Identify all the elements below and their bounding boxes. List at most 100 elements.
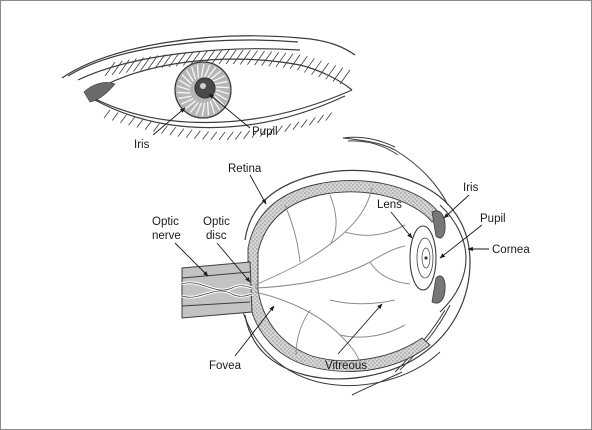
eyelash <box>339 69 351 85</box>
eyelash <box>133 57 144 72</box>
iris-fiber <box>212 98 221 111</box>
lower-eyelash <box>111 112 119 121</box>
lens-leader <box>390 211 413 239</box>
eyelash <box>140 56 151 71</box>
retina-leader <box>249 174 267 205</box>
lower-eyelash <box>210 131 218 141</box>
lower-eyelash <box>202 131 209 140</box>
eyelash <box>225 49 237 65</box>
iris-fiber <box>178 79 191 88</box>
eyelash <box>282 53 294 68</box>
iris-fiber <box>178 95 192 100</box>
eyelash <box>175 51 187 67</box>
iris-fiber <box>185 69 194 82</box>
eyelash <box>218 49 230 65</box>
iris-fiber <box>201 102 206 117</box>
eyelash <box>254 50 265 66</box>
iris-fiber <box>214 95 225 106</box>
optic-disc-leader <box>216 242 251 283</box>
lower-eyelash <box>218 131 226 141</box>
eye-cross-section: Retina Optic nerve Optic disc Lens Iris … <box>152 136 530 396</box>
lower-eyelash <box>177 128 185 137</box>
eyelash <box>275 52 287 68</box>
front-eye-view: Iris Pupil <box>61 35 356 151</box>
lower-eyelash <box>128 117 135 126</box>
side-pupil-label: Pupil <box>480 213 506 225</box>
retina-label: Retina <box>228 163 262 175</box>
lower-eyelash <box>292 121 300 130</box>
iris-fiber <box>200 63 205 78</box>
lower-eyelash <box>267 126 275 136</box>
inner-canthus <box>83 82 116 103</box>
fovea-label: Fovea <box>209 360 242 372</box>
eyelash <box>239 50 251 65</box>
cornea <box>439 204 467 313</box>
front-iris-leader <box>152 107 186 136</box>
eyelash <box>118 59 130 74</box>
optic-nerve-leader <box>174 242 209 277</box>
iris-fiber <box>207 66 217 79</box>
sclera-outer <box>244 169 471 380</box>
eyelash <box>268 51 280 67</box>
iris-fiber <box>203 64 211 78</box>
eyelash <box>161 53 173 68</box>
iris-fiber <box>189 101 199 114</box>
lower-eyelash <box>120 114 127 124</box>
eyelash <box>304 58 315 73</box>
iris-fiber <box>206 102 210 116</box>
eyelash <box>318 62 329 78</box>
optic-nerve <box>181 261 253 319</box>
eyelash <box>332 67 344 82</box>
lower-eyelash <box>317 114 324 124</box>
iris-fiber <box>215 89 229 95</box>
lower-eyelash <box>136 119 144 128</box>
lens <box>409 225 437 291</box>
iris-fiber <box>180 97 194 105</box>
eyelash <box>104 61 116 77</box>
sclera-lower <box>239 299 441 386</box>
eyelashes <box>103 49 351 141</box>
fovea-leader <box>234 305 275 357</box>
front-pupil-label: Pupil <box>252 126 278 138</box>
iris-fiber <box>181 74 192 85</box>
vitreous-leader <box>337 303 383 355</box>
eyelash <box>183 51 194 66</box>
front-pupil-leader <box>208 93 251 129</box>
lower-eyelash <box>243 130 250 140</box>
lower-eyelash <box>325 112 333 121</box>
lower-eyelash <box>235 131 242 140</box>
side-iris-label: Iris <box>463 182 479 194</box>
iris-fiber <box>196 64 200 78</box>
iris-fiber <box>184 100 197 110</box>
lower-eyelash <box>194 130 201 140</box>
optic-nerve-label-line2: nerve <box>152 230 181 242</box>
lower-eyelash <box>152 123 160 132</box>
eyelash <box>211 49 223 65</box>
lower-eyelash <box>300 119 308 128</box>
side-iris <box>431 210 446 304</box>
side-iris-leader <box>443 194 470 219</box>
iris-fiber <box>215 86 229 89</box>
iris-fiber <box>215 92 228 101</box>
lower-eyelash <box>226 131 234 141</box>
front-pupil <box>194 77 216 99</box>
lower-eyelash <box>309 117 316 126</box>
optic-disc-label-line2: disc <box>206 230 227 242</box>
iris-fiber <box>195 102 203 116</box>
lower-eyelash <box>103 109 111 119</box>
eyelash <box>261 51 272 66</box>
iris-fiber <box>209 70 222 80</box>
eyelash <box>168 52 180 68</box>
eyelash <box>325 65 337 80</box>
eyelash <box>311 60 322 75</box>
optic-disc-label-line1: Optic <box>203 216 230 228</box>
iris-fiber <box>209 100 216 114</box>
side-pupil-leader <box>439 224 483 259</box>
lower-eyelash <box>144 121 152 130</box>
lens-label: Lens <box>377 199 402 211</box>
lower-eyelash <box>284 123 292 132</box>
lower-eyelash <box>169 126 177 136</box>
eyelash <box>190 50 201 66</box>
iris-fiber <box>212 75 226 83</box>
